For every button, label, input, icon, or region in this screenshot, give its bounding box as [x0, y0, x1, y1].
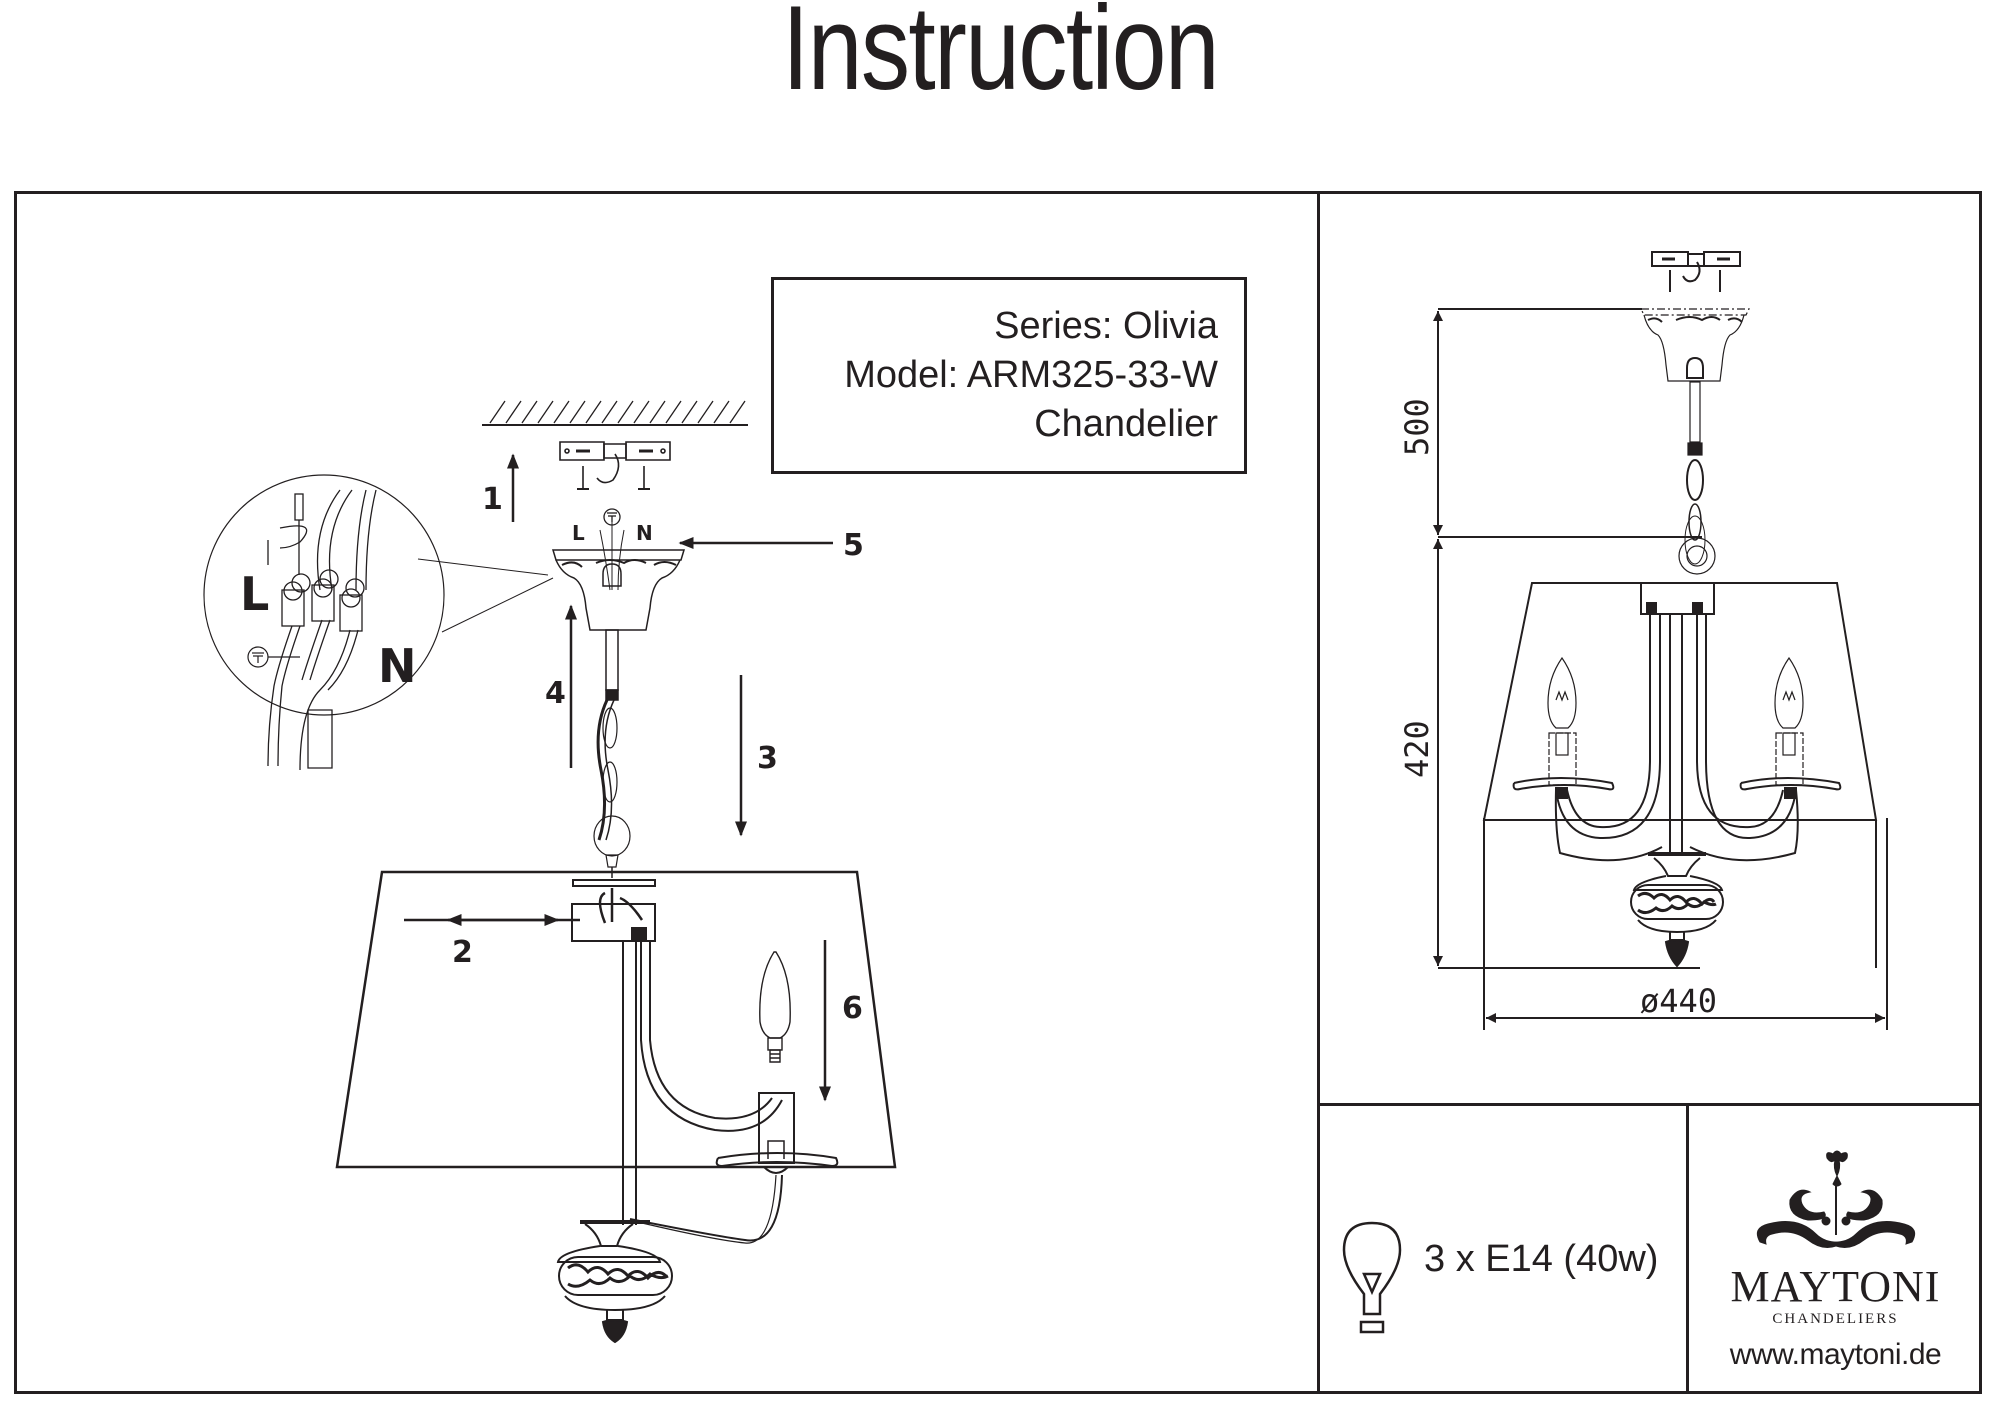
divider-horizontal-right [1317, 1103, 1982, 1106]
product-type-label: Chandelier [1034, 403, 1218, 445]
chain-height-dimension: 500 [1398, 398, 1436, 456]
mounting-bracket-right [1651, 251, 1741, 292]
step-1-label: 1 [482, 482, 503, 517]
finial-left [556, 1220, 673, 1344]
mounting-bracket [559, 441, 671, 490]
chandelier-body-left [446, 879, 783, 1244]
live-label-large: L [240, 567, 269, 621]
finial-right [1630, 852, 1724, 968]
lamp-shade-left [335, 870, 897, 1169]
neutral-label-large: N [378, 639, 417, 693]
step-3-label: 3 [757, 741, 778, 776]
divider-vertical-footer [1686, 1103, 1689, 1394]
model-label: Model: ARM325-33-W [844, 354, 1218, 396]
series-label: Series: Olivia [994, 305, 1218, 347]
divider-vertical-main [1317, 191, 1320, 1394]
rod-and-chain [593, 629, 631, 878]
chandelier-body-right [1512, 602, 1842, 862]
step-2-label: 2 [452, 935, 473, 970]
bulbs-right-diagram [1547, 656, 1804, 786]
step-4-label: 4 [545, 676, 566, 711]
lamp-shade-right [1482, 582, 1878, 968]
body-height-dimension: 420 [1398, 720, 1436, 778]
live-label-small: L [572, 521, 585, 545]
brand-name: MAYTONI [1730, 1262, 1941, 1311]
lamp-specification: 3 x E14 (40w) [1424, 1238, 1659, 1280]
outer-frame [14, 191, 1982, 1394]
maytoni-logo-icon [1756, 1150, 1916, 1248]
diameter-dimension: ø440 [1640, 982, 1717, 1020]
step-6-label: 6 [842, 991, 863, 1026]
product-info-box: Series: Olivia Model: ARM325-33-W Chande… [771, 277, 1247, 474]
ceiling [482, 400, 748, 426]
neutral-label-small: N [636, 521, 653, 545]
brand-url-link[interactable]: www.maytoni.de [1729, 1338, 1942, 1371]
dimension-lines [1433, 308, 1888, 1030]
brand-tagline: CHANDELIERS [1772, 1311, 1899, 1327]
document-title: Instruction [782, 0, 1220, 115]
step-5-label: 5 [843, 528, 864, 563]
wiring-detail-callout [203, 474, 554, 771]
brand-block: MAYTONI CHANDELIERS www.maytoni.de [1689, 1265, 1982, 1372]
canopy-right [1640, 308, 1750, 575]
bulb-left-diagram [759, 951, 791, 1063]
ground-icon-callout [247, 646, 300, 668]
candle-holder [715, 1092, 839, 1174]
bulb-icon [1342, 1221, 1402, 1334]
